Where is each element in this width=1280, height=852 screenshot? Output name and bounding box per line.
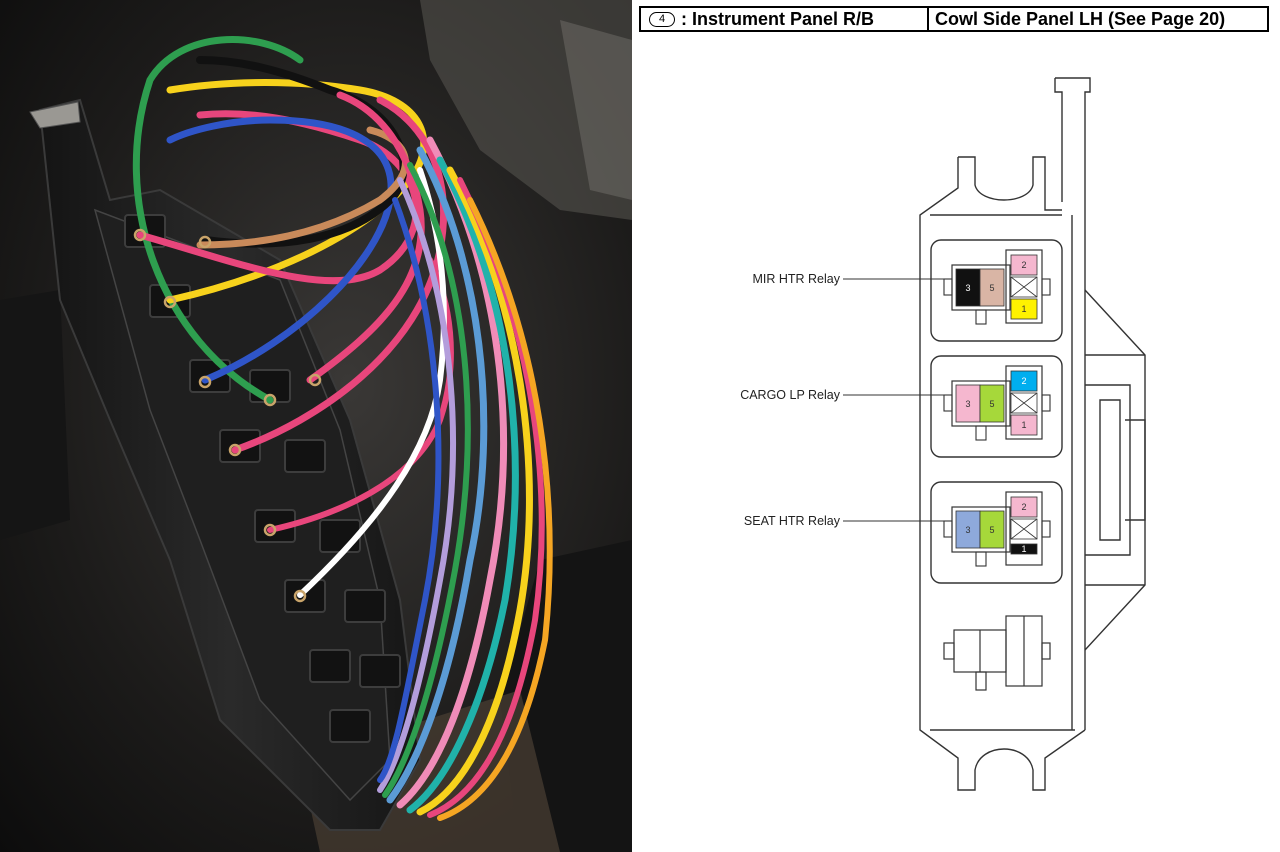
connector-number-icon: 4 xyxy=(649,11,675,27)
relay-label: CARGO LP Relay xyxy=(740,388,841,402)
header-location-cell: 4 : Instrument Panel R/B xyxy=(641,8,929,30)
block-outline xyxy=(919,77,1146,791)
terminal-1 xyxy=(1010,298,1038,320)
terminal-5 xyxy=(979,510,1005,549)
terminal-2 xyxy=(1010,496,1038,518)
svg-text:3: 3 xyxy=(965,283,970,293)
svg-text:2: 2 xyxy=(1021,376,1026,386)
relay-label: MIR HTR Relay xyxy=(752,272,840,286)
svg-text:5: 5 xyxy=(989,525,994,535)
svg-text:1: 1 xyxy=(1021,420,1026,430)
terminal-2 xyxy=(1010,254,1038,276)
terminal-2 xyxy=(1010,370,1038,392)
relay-cargo-lp: 3 5 2 1 CARGO LP Relay xyxy=(740,355,1063,458)
relay-label: SEAT HTR Relay xyxy=(744,514,841,528)
terminal-3 xyxy=(955,268,981,307)
header-position-label: Cowl Side Panel LH (See Page 20) xyxy=(935,8,1226,29)
terminal-5 xyxy=(979,384,1005,423)
relay-empty-socket xyxy=(943,615,1051,691)
header-position-cell: Cowl Side Panel LH (See Page 20) xyxy=(929,8,1267,30)
relay-block-diagram: 3 5 2 1 MIR HTR Relay 3 5 2 1 CARGO LP R… xyxy=(740,77,1146,791)
wire-harness-photo xyxy=(0,0,632,852)
svg-text:2: 2 xyxy=(1021,260,1026,270)
wire-bundle xyxy=(132,36,553,821)
svg-text:3: 3 xyxy=(965,399,970,409)
svg-text:5: 5 xyxy=(989,399,994,409)
svg-text:1: 1 xyxy=(1021,544,1026,554)
connector-block xyxy=(29,98,422,831)
connector-header: 4 : Instrument Panel R/B Cowl Side Panel… xyxy=(639,6,1269,32)
terminal-1 xyxy=(1010,543,1038,555)
svg-text:5: 5 xyxy=(989,283,994,293)
terminal-3 xyxy=(955,510,981,549)
terminal-5 xyxy=(979,268,1005,307)
terminal-1 xyxy=(1010,414,1038,436)
svg-text:3: 3 xyxy=(965,525,970,535)
svg-text:1: 1 xyxy=(1021,304,1026,314)
header-location-label: : Instrument Panel R/B xyxy=(681,8,875,29)
relay-seat-htr: 3 5 2 1 SEAT HTR Relay xyxy=(744,481,1063,584)
relay-mir-htr: 3 5 2 1 MIR HTR Relay xyxy=(752,239,1063,342)
svg-text:2: 2 xyxy=(1021,502,1026,512)
